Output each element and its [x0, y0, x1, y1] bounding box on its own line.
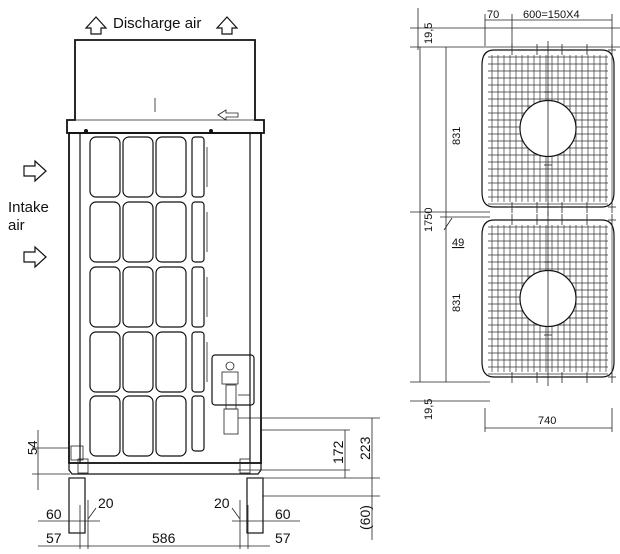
grille-panel	[89, 266, 121, 328]
dim-right-57: 57	[275, 530, 291, 546]
dim-left-20: 20	[98, 495, 114, 511]
front-view: Discharge air	[8, 15, 380, 549]
side-louver	[191, 266, 205, 328]
dim-plan-left-offset: 70	[487, 9, 499, 21]
grille-panel	[122, 136, 154, 198]
dim-plan-total: 1750	[423, 208, 435, 232]
discharge-arrow-left-icon	[84, 16, 108, 35]
discharge-arrow-right-icon	[215, 16, 239, 35]
unit-base	[68, 463, 262, 475]
right-leg	[246, 477, 264, 534]
side-louvers	[191, 136, 208, 452]
grille-panel	[155, 136, 187, 198]
dim-plan-width: 740	[538, 415, 556, 427]
grille-panel	[89, 331, 121, 393]
dim-foot-span: 586	[152, 530, 176, 546]
grille-panel	[89, 136, 121, 198]
fan-guard-upper	[481, 41, 616, 216]
grille-panel	[122, 266, 154, 328]
intake-arrow-lower-icon	[23, 245, 47, 269]
top-hood	[66, 39, 265, 134]
grille-panel	[155, 395, 187, 457]
front-dimensions: 54 172 223 (60) 20 20	[25, 417, 380, 549]
grille-panel	[155, 331, 187, 393]
dim-pipe-172: 172	[330, 440, 346, 464]
grille-panel	[122, 201, 154, 263]
side-louver	[191, 331, 205, 393]
intake-label: Intake	[8, 199, 49, 216]
valve-assembly	[211, 354, 255, 435]
grille-panel	[155, 201, 187, 263]
unit-body	[68, 132, 262, 464]
grille-panel	[155, 266, 187, 328]
dim-plan-bottom-margin: 19,5	[423, 399, 435, 420]
side-louver	[191, 136, 205, 198]
grille-panel	[122, 331, 154, 393]
dim-pipe-223: 223	[357, 436, 373, 460]
grille-panel	[122, 395, 154, 457]
dim-plan-gap: 49	[452, 237, 464, 249]
side-louver	[191, 201, 205, 263]
dim-right-20: 20	[214, 495, 230, 511]
dim-left-60: 60	[46, 506, 62, 522]
fan-guard-lower	[481, 211, 616, 386]
airflow-arrow-small-icon	[217, 109, 239, 121]
dim-plan-top-margin: 19,5	[423, 23, 435, 44]
discharge-air-label: Discharge air	[113, 15, 201, 32]
dim-base-height: 54	[25, 441, 40, 455]
dim-leg-60: (60)	[357, 505, 373, 530]
dim-left-57: 57	[46, 530, 62, 546]
left-leg	[68, 477, 86, 534]
dim-right-60: 60	[275, 506, 291, 522]
intake-air-label: air	[8, 217, 25, 234]
dim-plan-fan-upper: 831	[451, 127, 463, 145]
grille-panel	[89, 395, 121, 457]
plan-view: 19,5 70 600=150X4 831 831 1750 49 19,5 7…	[410, 8, 620, 432]
grille-panel	[89, 201, 121, 263]
dim-plan-fan-lower: 831	[451, 294, 463, 312]
intake-arrow-upper-icon	[23, 159, 47, 183]
dim-plan-fan-spacing: 600=150X4	[523, 9, 580, 21]
grille-panels	[89, 136, 187, 457]
